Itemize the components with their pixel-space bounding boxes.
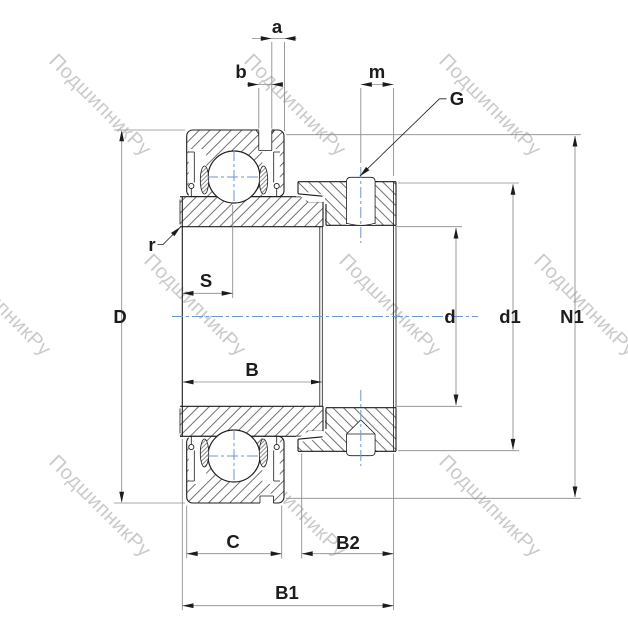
watermark-layer: ПодшипникРу ПодшипникРу ПодшипникРу Подш… xyxy=(0,50,628,562)
dim-label-D: D xyxy=(113,306,126,327)
dimension-lines xyxy=(121,38,576,607)
dim-label-d: d xyxy=(444,306,455,327)
dim-label-b: b xyxy=(235,61,246,82)
dim-label-B2: B2 xyxy=(336,532,360,553)
watermark-text: ПодшипникРу xyxy=(44,451,155,562)
ball-crosshair-centerline xyxy=(207,150,261,483)
inner-ring-bottom-section xyxy=(179,405,324,437)
seal-top-left xyxy=(188,151,210,197)
dim-label-C: C xyxy=(226,531,239,552)
watermark-text: ПодшипникРу xyxy=(139,250,250,361)
dimension-labels: a b m G r S D B d d1 N1 C B2 B1 xyxy=(113,16,584,603)
dim-label-G: G xyxy=(450,88,464,109)
dim-label-m: m xyxy=(369,61,385,82)
dim-label-B1: B1 xyxy=(275,582,299,603)
dimension-arrows xyxy=(119,36,578,609)
dim-label-S: S xyxy=(200,270,212,291)
g-leader-line xyxy=(359,98,447,177)
dim-label-N1: N1 xyxy=(560,306,584,327)
dim-label-r: r xyxy=(148,234,155,255)
inner-ring-top-section xyxy=(179,196,324,228)
dim-label-a: a xyxy=(272,16,283,37)
dim-label-B: B xyxy=(245,359,258,380)
seal-top-right xyxy=(258,151,280,197)
seal-bottom-left xyxy=(188,436,210,482)
extension-lines xyxy=(114,42,581,610)
centerlines xyxy=(172,150,478,483)
watermark-text: ПодшипникРу xyxy=(334,250,445,361)
watermark-text: ПодшипникРу xyxy=(44,50,155,161)
seal-bottom-right xyxy=(258,436,280,482)
watermark-text: ПодшипникРу xyxy=(0,250,55,361)
watermark-text: ПодшипникРу xyxy=(434,451,545,562)
dim-label-d1: d1 xyxy=(499,306,521,327)
